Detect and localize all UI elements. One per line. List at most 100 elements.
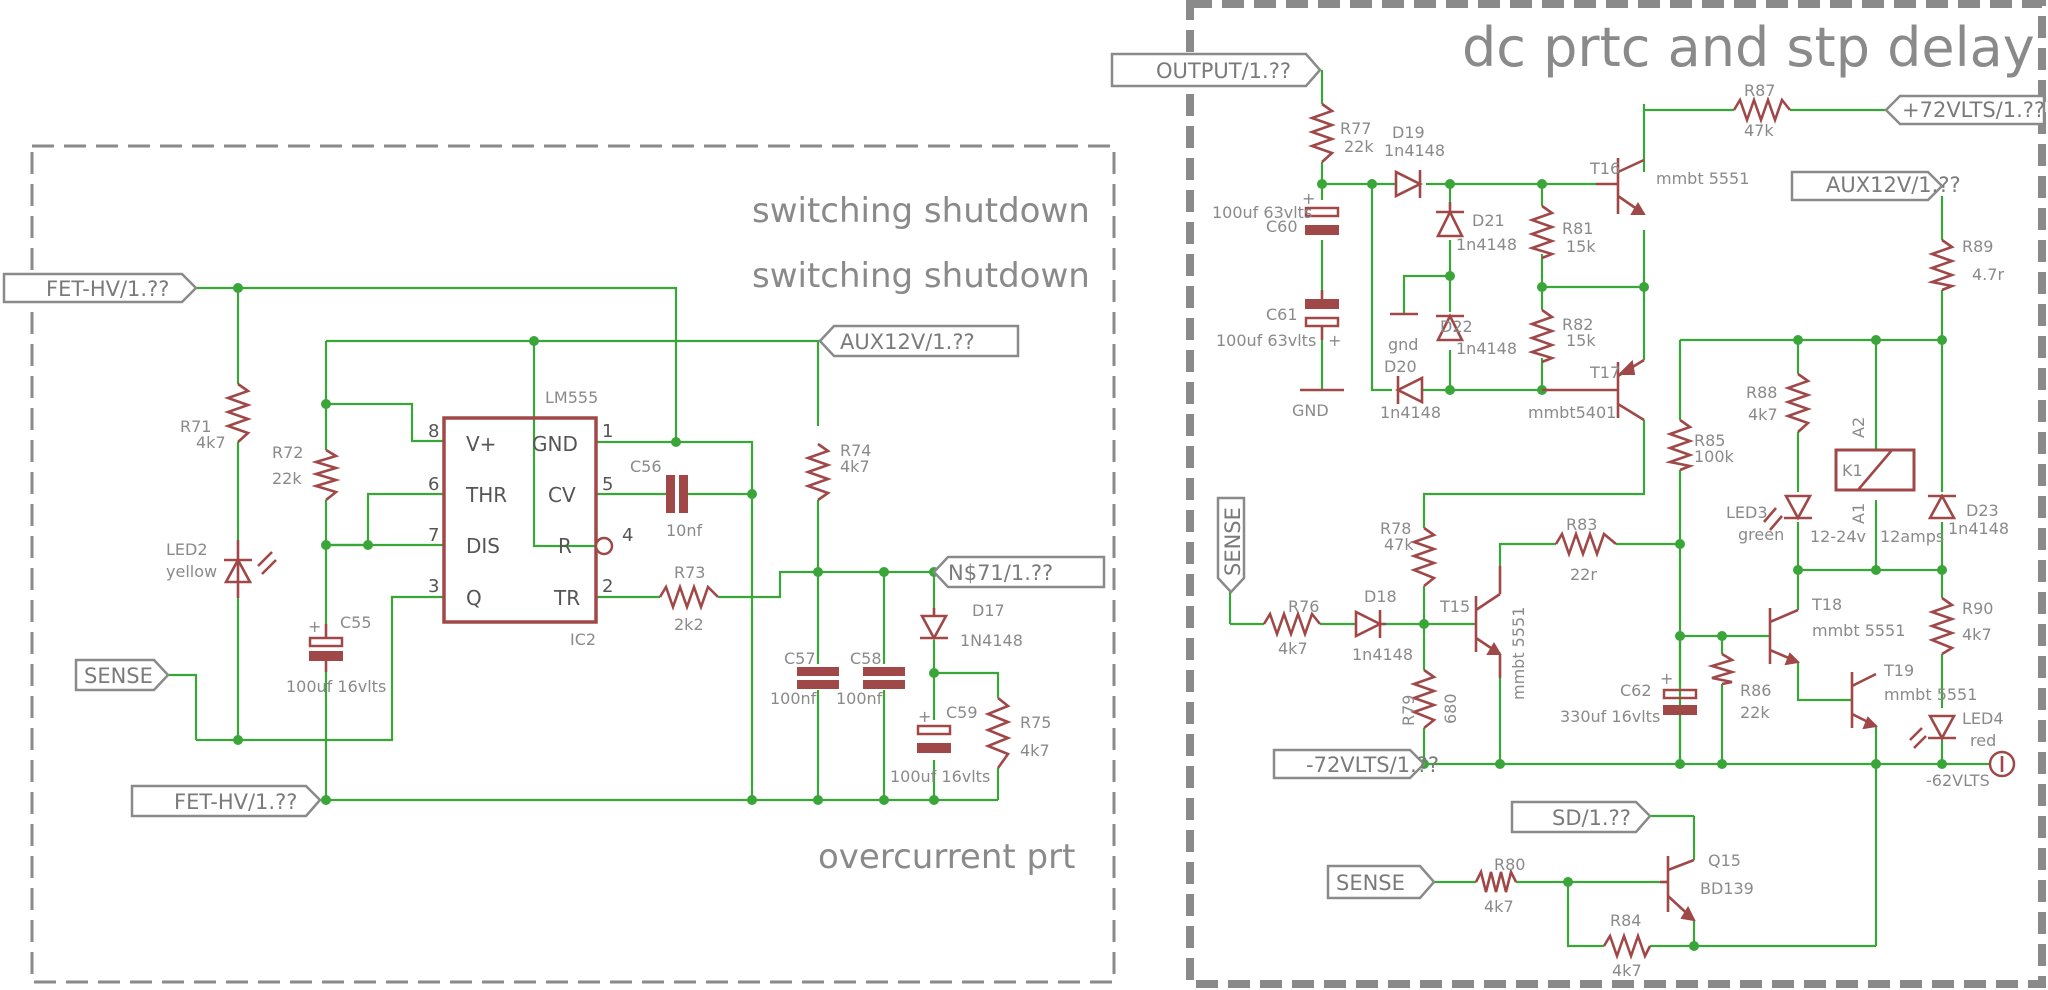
r85-value: 100k bbox=[1694, 447, 1735, 466]
d17-value: 1N4148 bbox=[960, 631, 1023, 650]
r74-name: R74 bbox=[840, 441, 871, 460]
c62-name: C62 bbox=[1620, 681, 1652, 700]
t15-name: T15 bbox=[1439, 597, 1470, 616]
c62-symbol bbox=[1662, 688, 1698, 715]
ic2-pin-n5: 5 bbox=[602, 474, 613, 495]
port-aux12v-right[interactable]: AUX12V/1.?? bbox=[1790, 170, 1961, 202]
k1-a2: A2 bbox=[1849, 417, 1868, 438]
r90-symbol bbox=[1928, 596, 1956, 656]
led3-name: LED3 bbox=[1726, 503, 1768, 522]
r88-name: R88 bbox=[1746, 383, 1777, 402]
r88-value: 4k7 bbox=[1748, 405, 1778, 424]
d17-symbol bbox=[919, 608, 949, 641]
t19-name: T19 bbox=[1883, 661, 1914, 680]
c58-symbol bbox=[863, 667, 905, 689]
port-n71[interactable]: N$71/1.?? bbox=[932, 555, 1106, 589]
port-minus72v[interactable]: -72VLTS/1.?? bbox=[1272, 748, 1439, 780]
r88-symbol bbox=[1784, 372, 1812, 433]
d22-name: D22 bbox=[1440, 317, 1473, 336]
junctions-right bbox=[1317, 179, 1947, 951]
r84-value: 4k7 bbox=[1612, 961, 1642, 980]
port-sd[interactable]: SD/1.?? bbox=[1510, 800, 1652, 834]
r90-name: R90 bbox=[1962, 599, 1993, 618]
r90-value: 4k7 bbox=[1962, 625, 1992, 644]
ic2-pin-n6: 6 bbox=[428, 474, 439, 495]
ic2-pin-n2: 2 bbox=[602, 576, 613, 597]
d22-value: 1n4148 bbox=[1456, 339, 1517, 358]
r77-name: R77 bbox=[1340, 119, 1371, 138]
port-output[interactable]: OUTPUT/1.?? bbox=[1110, 52, 1322, 88]
t19-value: mmbt 5551 bbox=[1884, 685, 1977, 704]
r89-name: R89 bbox=[1962, 237, 1993, 256]
t15-symbol bbox=[1474, 566, 1502, 678]
r86-symbol bbox=[1707, 652, 1737, 686]
port-aux12v-left[interactable]: AUX12V/1.?? bbox=[818, 324, 1020, 358]
d19-symbol bbox=[1394, 169, 1423, 199]
wires-right bbox=[1228, 70, 1990, 948]
t18-value: mmbt 5551 bbox=[1812, 621, 1905, 640]
d20-value: 1n4148 bbox=[1380, 403, 1441, 422]
label-minus62v: -62VLTS bbox=[1926, 771, 1990, 790]
port-plus72v[interactable]: +72VLTS/1.?? bbox=[1884, 94, 2046, 126]
r85-name: R85 bbox=[1694, 431, 1725, 450]
ic2-pin-vplus: V+ bbox=[466, 432, 496, 456]
svg-text:FET-HV/1.??: FET-HV/1.?? bbox=[174, 790, 297, 814]
c58-name: C58 bbox=[850, 649, 882, 668]
svg-text:-72VLTS/1.??: -72VLTS/1.?? bbox=[1306, 753, 1439, 777]
r71-symbol bbox=[224, 382, 252, 443]
c58-value: 100nf bbox=[836, 689, 883, 708]
t17-symbol bbox=[1542, 358, 1645, 422]
r82-symbol bbox=[1527, 308, 1556, 364]
led4-symbol bbox=[1909, 714, 1957, 749]
svg-text:N$71/1.??: N$71/1.?? bbox=[948, 561, 1053, 585]
k1-contact: 12amps bbox=[1880, 527, 1944, 546]
ic2-pin-tr: TR bbox=[553, 586, 580, 610]
led4-name: LED4 bbox=[1962, 709, 2004, 728]
r72-name: R72 bbox=[272, 443, 303, 462]
ic2-pin-n3: 3 bbox=[428, 576, 439, 597]
r85-symbol bbox=[1665, 418, 1695, 472]
r77-symbol bbox=[1308, 102, 1336, 163]
port-fet-hv-top[interactable]: FET-HV/1.?? bbox=[2, 272, 198, 304]
svg-text:FET-HV/1.??: FET-HV/1.?? bbox=[46, 277, 169, 301]
d19-value: 1n4148 bbox=[1384, 141, 1445, 160]
r86-value: 22k bbox=[1740, 703, 1770, 722]
r73-symbol bbox=[658, 583, 719, 611]
t16-value: mmbt 5551 bbox=[1656, 169, 1749, 188]
led3-symbol bbox=[1763, 494, 1813, 531]
r78-name: R78 bbox=[1380, 519, 1411, 538]
t16-name: T16 bbox=[1589, 159, 1620, 178]
gnd-label: GND bbox=[1292, 401, 1329, 420]
svg-text:SD/1.??: SD/1.?? bbox=[1552, 806, 1631, 830]
k1-coil: 12-24v bbox=[1810, 527, 1866, 546]
t16-symbol bbox=[1596, 158, 1646, 216]
port-fet-hv-bottom[interactable]: FET-HV/1.?? bbox=[130, 784, 322, 818]
r75-value: 4k7 bbox=[1020, 741, 1050, 760]
port-sense-left[interactable]: SENSE bbox=[74, 658, 170, 692]
port-sense-bottom[interactable]: SENSE bbox=[1326, 864, 1436, 900]
port-sense-mid[interactable]: SENSE bbox=[1216, 496, 1246, 594]
r72-value: 22k bbox=[272, 469, 302, 488]
q15-name: Q15 bbox=[1708, 851, 1741, 870]
svg-text:SENSE: SENSE bbox=[84, 664, 153, 688]
t17-value: mmbt5401 bbox=[1528, 403, 1616, 422]
c60-value: 100uf 63vlts bbox=[1212, 203, 1312, 222]
r80-name: R80 bbox=[1494, 855, 1525, 874]
led2-value: yellow bbox=[166, 562, 217, 581]
d18-symbol bbox=[1354, 609, 1386, 639]
d21-name: D21 bbox=[1472, 211, 1505, 230]
d23-symbol bbox=[1927, 493, 1957, 520]
r80-symbol bbox=[1474, 868, 1518, 893]
gnd-small-label: gnd bbox=[1388, 335, 1418, 354]
ic2-pin-cv: CV bbox=[548, 483, 576, 507]
r75-name: R75 bbox=[1020, 713, 1051, 732]
r76-value: 4k7 bbox=[1278, 639, 1308, 658]
r79-name: R79 bbox=[1399, 695, 1418, 726]
title-switching-shutdown-2: switching shutdown bbox=[752, 256, 1090, 296]
r73-name: R73 bbox=[674, 563, 705, 582]
ic2-pin-n7: 7 bbox=[428, 525, 439, 546]
c59-plus: + bbox=[918, 707, 931, 726]
r82-name: R82 bbox=[1562, 315, 1593, 334]
title-overcurrent: overcurrent prt bbox=[818, 837, 1075, 877]
ic2-pin-gnd: GND bbox=[532, 432, 578, 456]
